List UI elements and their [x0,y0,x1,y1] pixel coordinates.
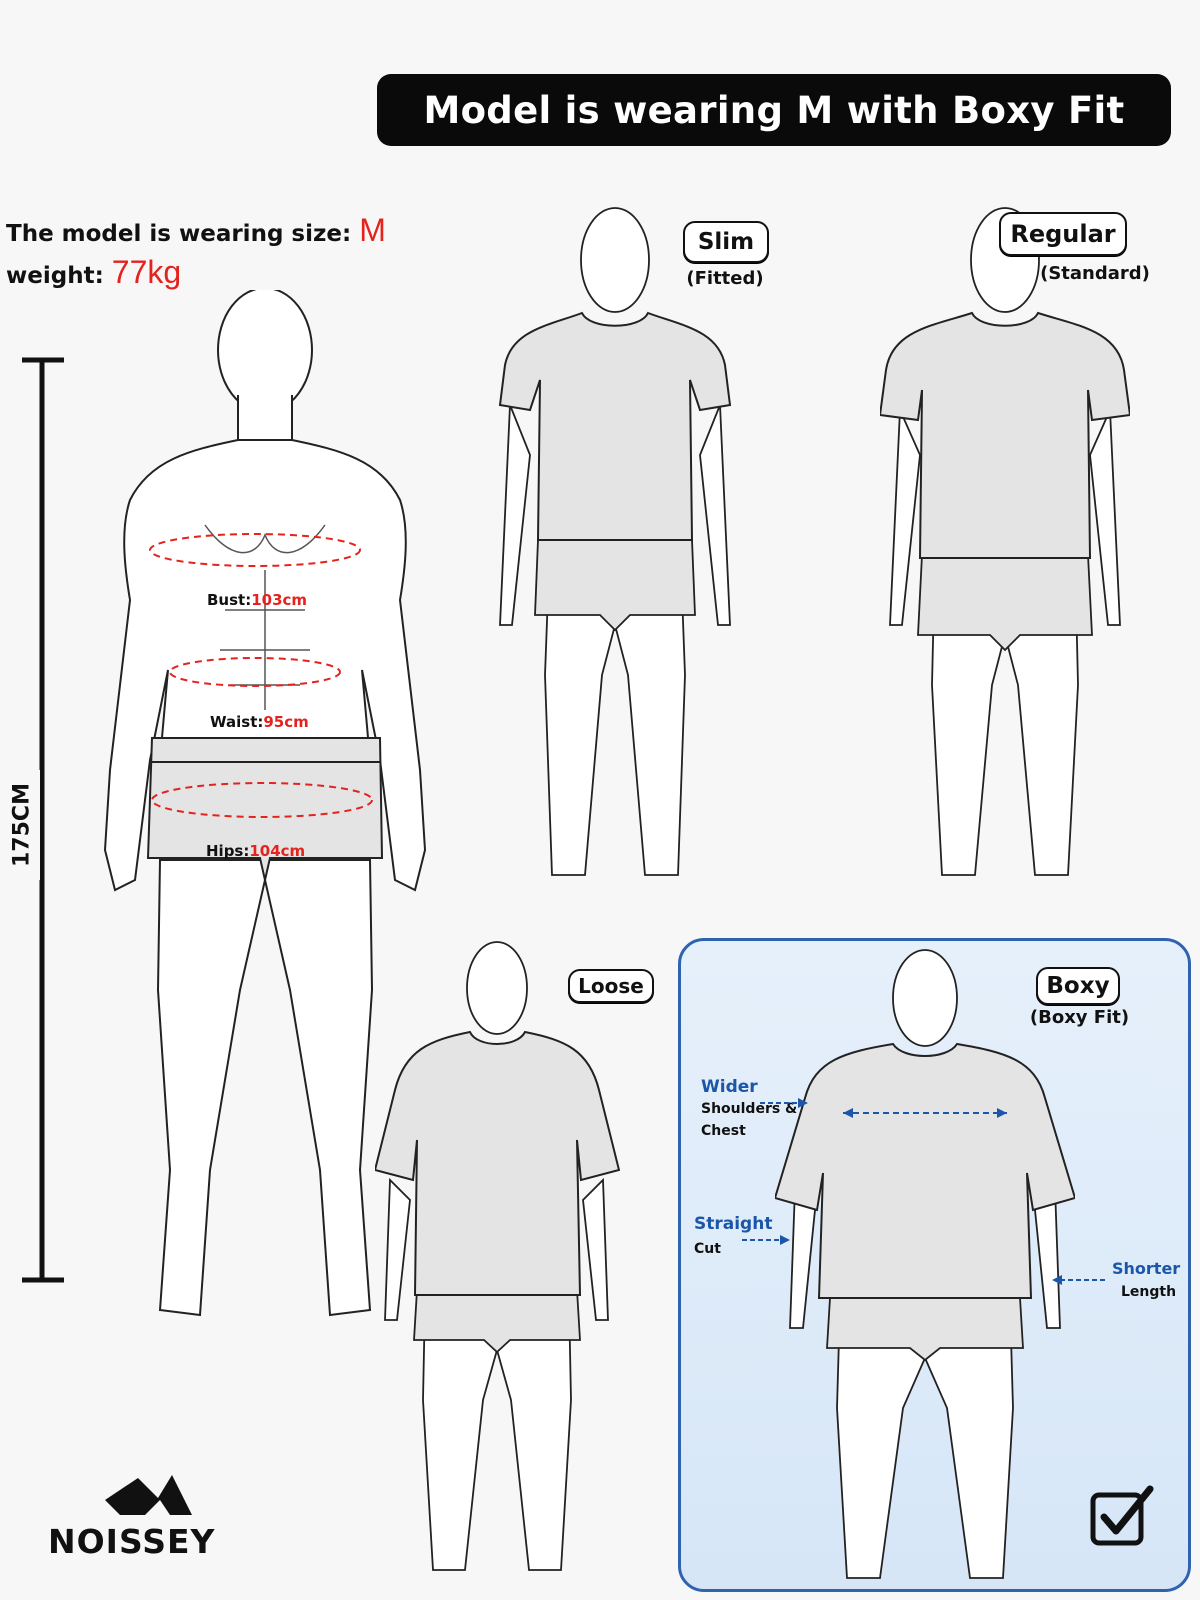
brand-name: NOISSEY [48,1522,216,1561]
wider-line2: Chest [701,1123,746,1139]
shorter-sub: Length [1121,1284,1177,1300]
checkbox-checked-icon [1090,1485,1154,1546]
straight-arrow-icon [742,1235,790,1245]
model-figure [103,290,427,1317]
shorter-arrow-icon [1052,1275,1108,1285]
straight-sub: Cut [694,1241,721,1257]
straight-title: Straight [694,1214,773,1234]
boxy-sub: (Boxy Fit) [1029,1007,1130,1028]
height-label: 175CM [4,770,40,880]
waist-measure: Waist:95cm [210,713,309,731]
regular-figure [880,207,1130,876]
loose-label: Loose [578,974,644,998]
height-ruler [22,357,64,1283]
banner-title: Model is wearing M with Boxy Fit [423,88,1125,132]
brand-logo-icon [105,1475,192,1515]
shorter-title: Shorter [1112,1259,1181,1278]
waist-label: Waist: [210,713,264,731]
slim-figure [498,207,732,876]
size-value: M [359,212,386,248]
wider-arrow-icon [760,1098,808,1108]
weight-value: 77kg [111,254,182,290]
bust-measure: Bust:103cm [207,591,307,609]
regular-sub: (Standard) [1040,263,1150,284]
bust-value: 103cm [251,591,308,609]
regular-label: Regular [1010,220,1116,248]
hips-label: Hips: [206,842,250,860]
hips-value: 104cm [249,842,306,860]
bust-label: Bust: [207,591,252,609]
boxy-badge: Boxy [1036,967,1120,1005]
wider-title: Wider [701,1077,758,1097]
slim-badge: Slim [683,221,769,263]
loose-badge: Loose [568,969,654,1003]
size-info: The model is wearing size: M [6,212,386,249]
loose-figure [375,941,620,1571]
weight-label: weight: [6,263,104,289]
slim-sub: (Fitted) [686,268,764,289]
wider-line1: Shoulders & [701,1101,798,1117]
hips-measure: Hips:104cm [206,842,305,860]
title-banner: Model is wearing M with Boxy Fit [377,74,1171,146]
slim-label: Slim [697,229,755,255]
weight-info: weight: 77kg [6,254,181,291]
boxy-label: Boxy [1046,973,1110,999]
waist-value: 95cm [263,713,309,731]
boxy-figure [775,949,1075,1579]
size-label: The model is wearing size: [6,221,352,247]
regular-badge: Regular [999,212,1127,256]
